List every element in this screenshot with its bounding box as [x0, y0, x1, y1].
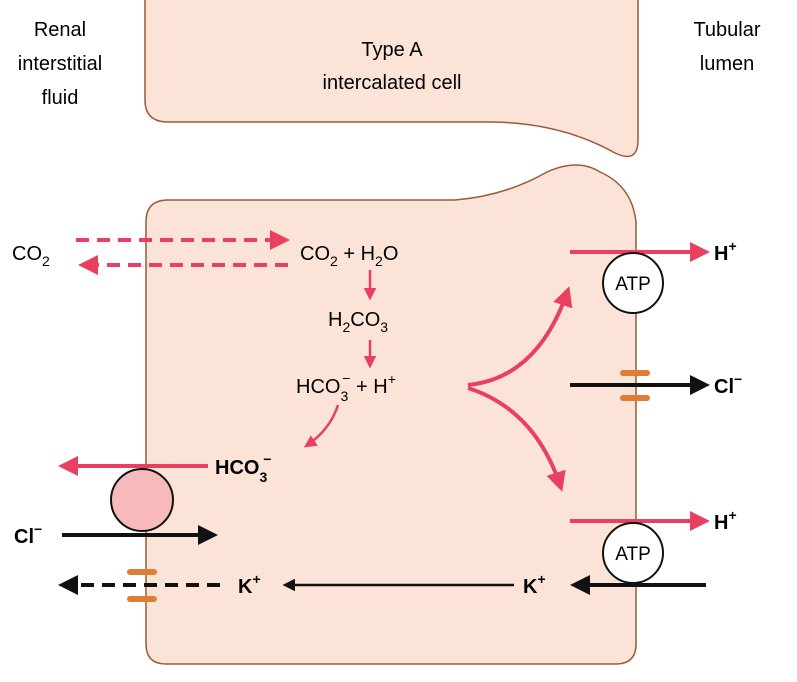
cell-name-label: Type A intercalated cell	[323, 39, 462, 94]
hco3-to-exchanger-arrow	[303, 404, 340, 448]
h-to-upper-pump-arrow	[467, 286, 573, 387]
cl-hco3-exchanger	[110, 468, 174, 532]
interstitial-fluid-label: Renal interstitial fluid	[18, 19, 102, 109]
hco3-bold-label: HCO3−	[215, 451, 271, 485]
interstitial-line-2: interstitial	[18, 53, 102, 75]
h-lumen-label-upper: H+	[714, 238, 737, 265]
cell-name-line-1: Type A	[361, 39, 423, 61]
cl-outside-label: Cl−	[14, 521, 42, 548]
lumen-line-2: lumen	[700, 53, 754, 75]
cl-channel-bottom	[620, 395, 650, 401]
atp-upper-label: ATP	[615, 274, 651, 295]
tubular-lumen-label: Tubular lumen	[693, 19, 760, 75]
h-atpase-upper	[602, 252, 664, 314]
h-lumen-label-lower: H+	[714, 507, 737, 534]
interstitial-line-3: fluid	[42, 87, 79, 109]
cell-name-line-2: intercalated cell	[323, 72, 462, 94]
co2-outside: CO2	[12, 243, 50, 269]
k-entry-label: K+	[523, 571, 546, 598]
k-channel-bottom	[127, 596, 157, 602]
h2co3-label: H2CO3	[328, 309, 388, 335]
upper-cell-shape	[144, 0, 639, 158]
interstitial-line-1: Renal	[34, 19, 86, 41]
co2-h2o-label: CO2 + H2O	[300, 243, 398, 269]
lumen-line-1: Tubular	[693, 19, 760, 41]
k-inside-label: K+	[238, 571, 261, 598]
atp-lower-label: ATP	[615, 544, 651, 565]
h-to-lower-pump-arrow	[467, 386, 566, 492]
main-cell-shape	[145, 164, 637, 665]
cl-lumen-label: Cl−	[714, 371, 742, 398]
k-channel-top	[127, 569, 157, 575]
cl-channel-top	[620, 370, 650, 376]
hco3-h-label: HCO3− + H+	[296, 370, 396, 404]
